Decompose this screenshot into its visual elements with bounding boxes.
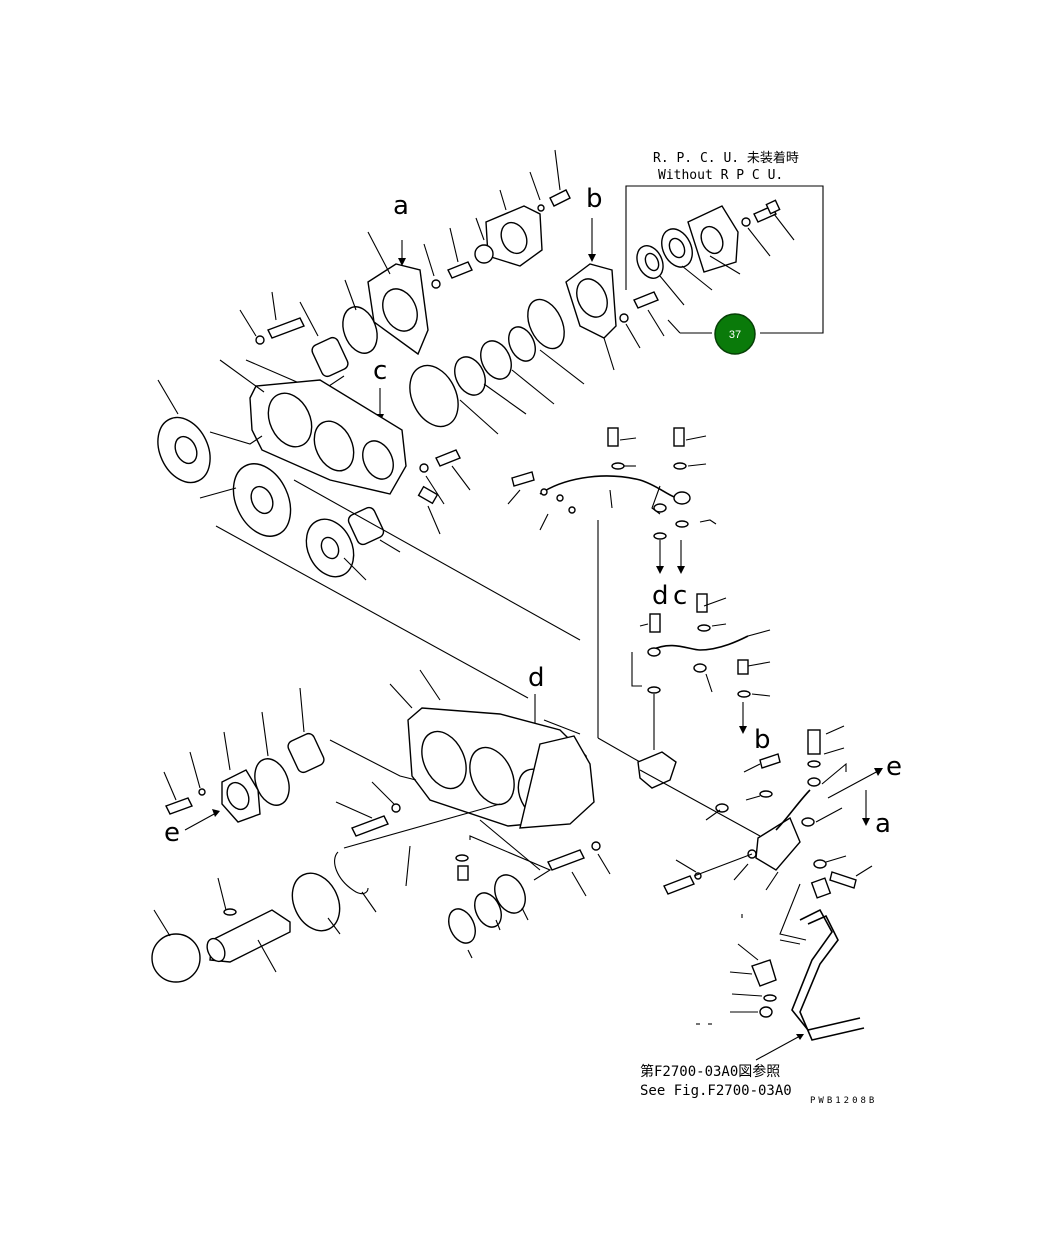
o-ring-lower	[448, 908, 476, 944]
callout-e-left: e	[164, 818, 180, 848]
bolt-right-1	[807, 729, 821, 755]
snap-ring	[334, 851, 369, 895]
bearing-e	[287, 732, 325, 774]
callout-b-lower: b	[754, 725, 771, 755]
key	[223, 908, 237, 916]
o-ring-b	[527, 298, 565, 350]
inset-title-jp: R. P. C. U. 未装着時	[653, 150, 799, 166]
callout-labels: a b c d c d b e a e	[164, 184, 902, 848]
callout-d-mid: d	[652, 581, 669, 611]
elbow-fitting	[755, 816, 801, 871]
bolt-right-2	[829, 871, 857, 889]
bolt-pipe-4	[649, 613, 661, 633]
callout-a-top: a	[393, 191, 409, 221]
drawing-code: PWB1208B	[810, 1096, 877, 1106]
pipe-upper	[539, 475, 683, 499]
bolt-top	[549, 189, 571, 207]
bolt-right-3	[663, 875, 695, 895]
inset-washer	[741, 217, 751, 227]
o-ring-large	[151, 933, 201, 983]
clamp-top	[810, 877, 832, 899]
bolt-b	[633, 291, 659, 309]
o-ring-a	[342, 306, 378, 354]
oil-pipe-middle	[631, 593, 771, 750]
callout-e-right: e	[886, 752, 902, 782]
bolt-pipe-5	[696, 593, 708, 613]
assembly-lines	[215, 479, 641, 763]
rpcu-inset: R. P. C. U. 未装着時 Without R P C U. 37	[625, 150, 824, 355]
bearing-left-top	[311, 336, 349, 378]
bearing-lower-2	[494, 874, 526, 914]
bearing-lower	[347, 506, 385, 546]
callout-b-top: b	[586, 184, 603, 214]
bracket-fitting	[637, 751, 677, 789]
bolt-c	[435, 449, 461, 467]
pipe-lower	[775, 789, 811, 831]
pipe-middle	[651, 635, 749, 651]
bolt-mid-lower	[351, 815, 389, 837]
bolt-b-lower	[759, 753, 781, 769]
spacer-lower	[474, 892, 502, 928]
fitting-middle	[737, 659, 749, 675]
callout-a-right: a	[875, 809, 891, 839]
bolt-pipe-2	[673, 427, 685, 447]
o-ring-top	[474, 244, 494, 264]
bolt-pipe-1	[607, 427, 619, 447]
lock-washer	[480, 340, 512, 380]
bolt-pipe-3	[511, 471, 535, 487]
upper-gear-assembly	[157, 149, 665, 581]
callout-arrows	[184, 218, 883, 831]
bolt-a	[447, 261, 473, 279]
callout-c-mid: c	[673, 581, 687, 611]
bolt-e	[165, 797, 193, 815]
clamp	[751, 959, 777, 987]
bolt-left	[267, 317, 305, 339]
reference-en: See Fig.F2700-03A0	[640, 1083, 792, 1099]
nut-mid	[508, 326, 536, 362]
spacer-mid	[454, 356, 486, 396]
reference-note: 第F2700-03A0図参照 See Fig.F2700-03A0 PWB120…	[640, 1063, 877, 1106]
callout-c-left: c	[373, 356, 387, 386]
output-shaft	[209, 909, 291, 963]
plug	[457, 865, 469, 881]
dowel-pin	[417, 485, 439, 505]
oil-pipe-upper	[507, 427, 717, 540]
gasket-e	[254, 758, 290, 806]
reference-jp: 第F2700-03A0図参照	[640, 1063, 780, 1080]
inset-frame	[625, 185, 824, 334]
tube-lower	[791, 908, 861, 1031]
inset-title-en: Without R P C U.	[658, 168, 783, 183]
bearing-shaft	[291, 872, 341, 932]
lower-case-assembly	[151, 669, 611, 983]
callout-d-lower: d	[528, 663, 545, 693]
part-number-badge[interactable]	[714, 313, 756, 355]
oil-pipe-lower	[637, 725, 873, 1061]
bolt-lower-right	[547, 849, 585, 871]
bearing-mid	[409, 364, 459, 428]
badge-number: 37	[729, 329, 741, 341]
case-flange	[519, 735, 595, 829]
